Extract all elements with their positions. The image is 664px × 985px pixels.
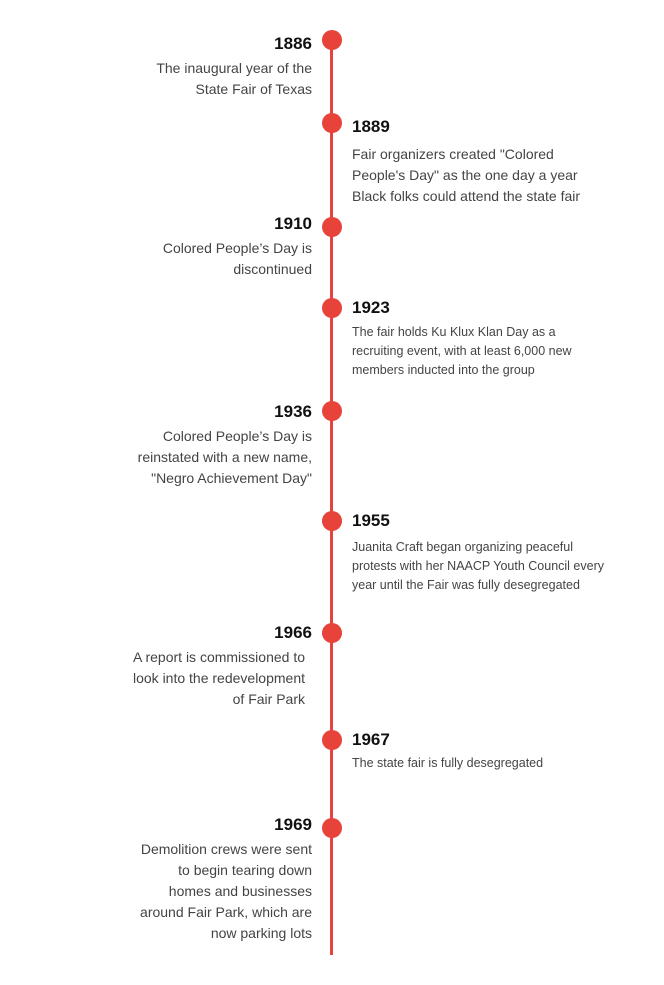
event-description: The inaugural year of the State Fair of … [156,60,312,97]
event-description: Demolition crews were sent to begin tear… [140,841,312,941]
timeline-event: 1955 Juanita Craft began organizing peac… [352,511,652,595]
timeline-axis-line [330,40,333,955]
timeline-event: 1936 Colored People’s Day is reinstated … [32,402,312,489]
timeline-event: 1923 The fair holds Ku Klux Klan Day as … [352,298,652,380]
event-year: 1923 [352,298,390,317]
event-description: Fair organizers created "Colored People'… [352,146,581,204]
event-year: 1955 [352,511,390,530]
event-year: 1969 [274,815,312,834]
event-year: 1936 [274,402,312,421]
event-description: Colored People’s Day is reinstated with … [137,428,312,486]
event-year: 1967 [352,730,390,749]
timeline-marker [322,30,342,50]
event-description: A report is commissioned to look into th… [133,649,305,707]
timeline-event: 1889 Fair organizers created "Colored Pe… [352,117,652,207]
timeline-event: 1969 Demolition crews were sent to begin… [32,815,312,944]
timeline-event: 1910 Colored People’s Day is discontinue… [32,214,312,280]
event-description: The state fair is fully desegregated [352,756,544,770]
event-description: The fair holds Ku Klux Klan Day as a rec… [352,325,572,377]
timeline-marker [322,730,342,750]
event-year: 1910 [274,214,312,233]
event-year: 1889 [352,117,390,136]
timeline-marker [322,401,342,421]
timeline-marker [322,623,342,643]
event-description: Juanita Craft began organizing peaceful … [352,540,604,592]
event-year: 1966 [274,623,312,642]
event-description: Colored People’s Day is discontinued [162,240,312,277]
timeline-event: 1966 A report is commissioned to look in… [32,623,312,710]
event-year: 1886 [274,34,312,53]
timeline-marker [322,298,342,318]
timeline-marker [322,217,342,237]
timeline-event: 1886 The inaugural year of the State Fai… [32,34,312,100]
timeline-event: 1967 The state fair is fully desegregate… [352,730,652,773]
timeline-marker [322,511,342,531]
timeline-marker [322,818,342,838]
timeline-marker [322,113,342,133]
